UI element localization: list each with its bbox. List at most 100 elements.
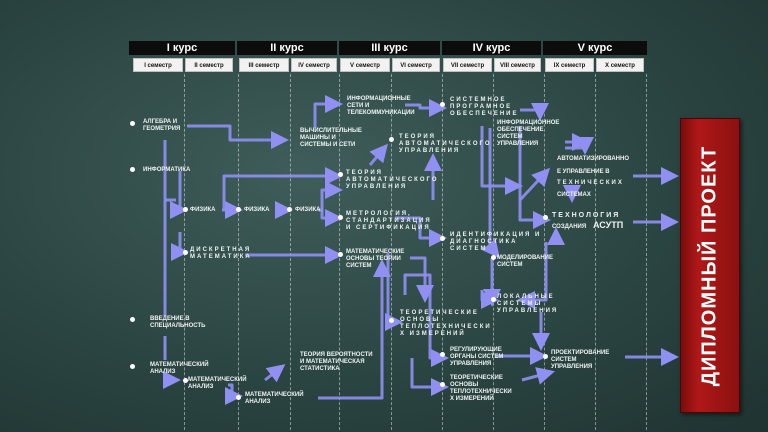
semester-divider xyxy=(238,74,239,430)
connector-arrow xyxy=(480,126,523,195)
node-dot xyxy=(491,297,496,302)
connector-arrow xyxy=(521,367,555,385)
semester-header-3: III семестр xyxy=(239,58,289,72)
connector-arrow xyxy=(518,126,551,229)
node-dot xyxy=(183,250,188,255)
semester-header-10: X семестр xyxy=(596,58,644,72)
semester-header-6: VI семестр xyxy=(392,58,440,72)
node-dot xyxy=(236,207,241,212)
node-dot xyxy=(440,236,445,241)
course-header-3: III курс xyxy=(339,41,440,55)
connector-arrow xyxy=(565,137,594,155)
connector-arrow xyxy=(385,253,403,331)
course-header-5: V курс xyxy=(543,41,647,55)
connector-arrow xyxy=(481,128,500,259)
connector-arrow xyxy=(395,216,447,247)
connector-arrow xyxy=(320,181,343,212)
semester-header-2: II семестр xyxy=(185,58,233,72)
node-avtomatizirovannoe-upravlenie-line2: Е УПРАВЛЕНИЕ В xyxy=(557,169,610,175)
node-tehnologiya-sozdaniya-line2: СОЗДАНИЯ xyxy=(552,224,587,230)
diploma-project-label: ДИПЛОМНЫЙ ПРОЕКТ xyxy=(698,145,721,386)
course-header-4: IV курс xyxy=(442,41,541,55)
node-dot xyxy=(440,102,445,107)
connector-arrow xyxy=(517,242,548,309)
connector-arrow xyxy=(410,256,434,303)
node-avtomatizirovannoe-upravlenie-line4: СИСТЕМАХ xyxy=(557,192,591,198)
node-dot xyxy=(389,318,394,323)
node-dot xyxy=(491,255,496,260)
node-dot xyxy=(130,167,135,172)
node-dot xyxy=(389,137,394,142)
node-dot xyxy=(338,252,343,257)
connector-arrow xyxy=(171,232,189,261)
node-dot xyxy=(338,172,343,177)
connector-arrow xyxy=(368,143,388,166)
connector-arrow xyxy=(318,208,343,227)
connector-arrow xyxy=(313,95,343,128)
diploma-project-block: ДИПЛОМНЫЙ ПРОЕКТ xyxy=(680,118,740,413)
node-fizika-4: ФИЗИКА xyxy=(295,207,321,213)
semester-header-9: IX семестр xyxy=(545,58,594,72)
course-header-2: II курс xyxy=(237,41,337,55)
connector-arrow xyxy=(163,371,181,389)
node-tehnologiya-sozdaniya-asutp: АСУТП xyxy=(593,220,624,230)
connector-arrow xyxy=(187,124,289,149)
node-dot xyxy=(338,215,343,220)
connector-arrow xyxy=(405,99,447,117)
node-dot xyxy=(236,395,241,400)
node-dot xyxy=(440,352,445,357)
connector-arrow xyxy=(410,358,449,396)
node-avtomatizirovannoe-upravlenie-line1: АВТОМАТИЗИРОВАННО xyxy=(557,156,629,162)
semester-header-7: VII семестр xyxy=(443,58,492,72)
node-dot xyxy=(543,354,548,359)
semester-divider xyxy=(442,74,443,430)
connector-arrow xyxy=(264,364,286,383)
node-informatika: ИНФОРМАТИКА xyxy=(143,167,191,173)
node-fizika-3: ФИЗИКА xyxy=(244,207,270,213)
connector-arrow xyxy=(518,167,551,202)
connector-arrow xyxy=(222,167,343,210)
connector-arrow xyxy=(318,259,391,400)
connector-arrow xyxy=(520,103,549,121)
semester-divider xyxy=(646,74,647,430)
semester-header-5: V семестр xyxy=(340,58,390,72)
semester-divider xyxy=(595,74,596,430)
node-fizika-2: ФИЗИКА xyxy=(190,207,216,213)
course-header-1: I курс xyxy=(129,41,235,55)
node-dot xyxy=(543,215,548,220)
semester-header-8: VIII семестр xyxy=(494,58,541,72)
semester-divider xyxy=(391,74,392,430)
node-dot xyxy=(287,207,292,212)
semester-header-1: I семестр xyxy=(133,58,183,72)
semester-divider xyxy=(290,74,291,430)
connector-arrow xyxy=(403,273,449,367)
node-dot xyxy=(130,364,135,369)
connector-arrow xyxy=(170,171,188,219)
node-dot xyxy=(130,317,135,322)
node-avtomatizirovannoe-upravlenie-line3: ТЕХНИЧЕСКИХ xyxy=(557,180,624,186)
node-dot xyxy=(440,382,445,387)
node-tehnologiya-sozdaniya-line1: ТЕХНОЛОГИЯ xyxy=(552,212,621,219)
